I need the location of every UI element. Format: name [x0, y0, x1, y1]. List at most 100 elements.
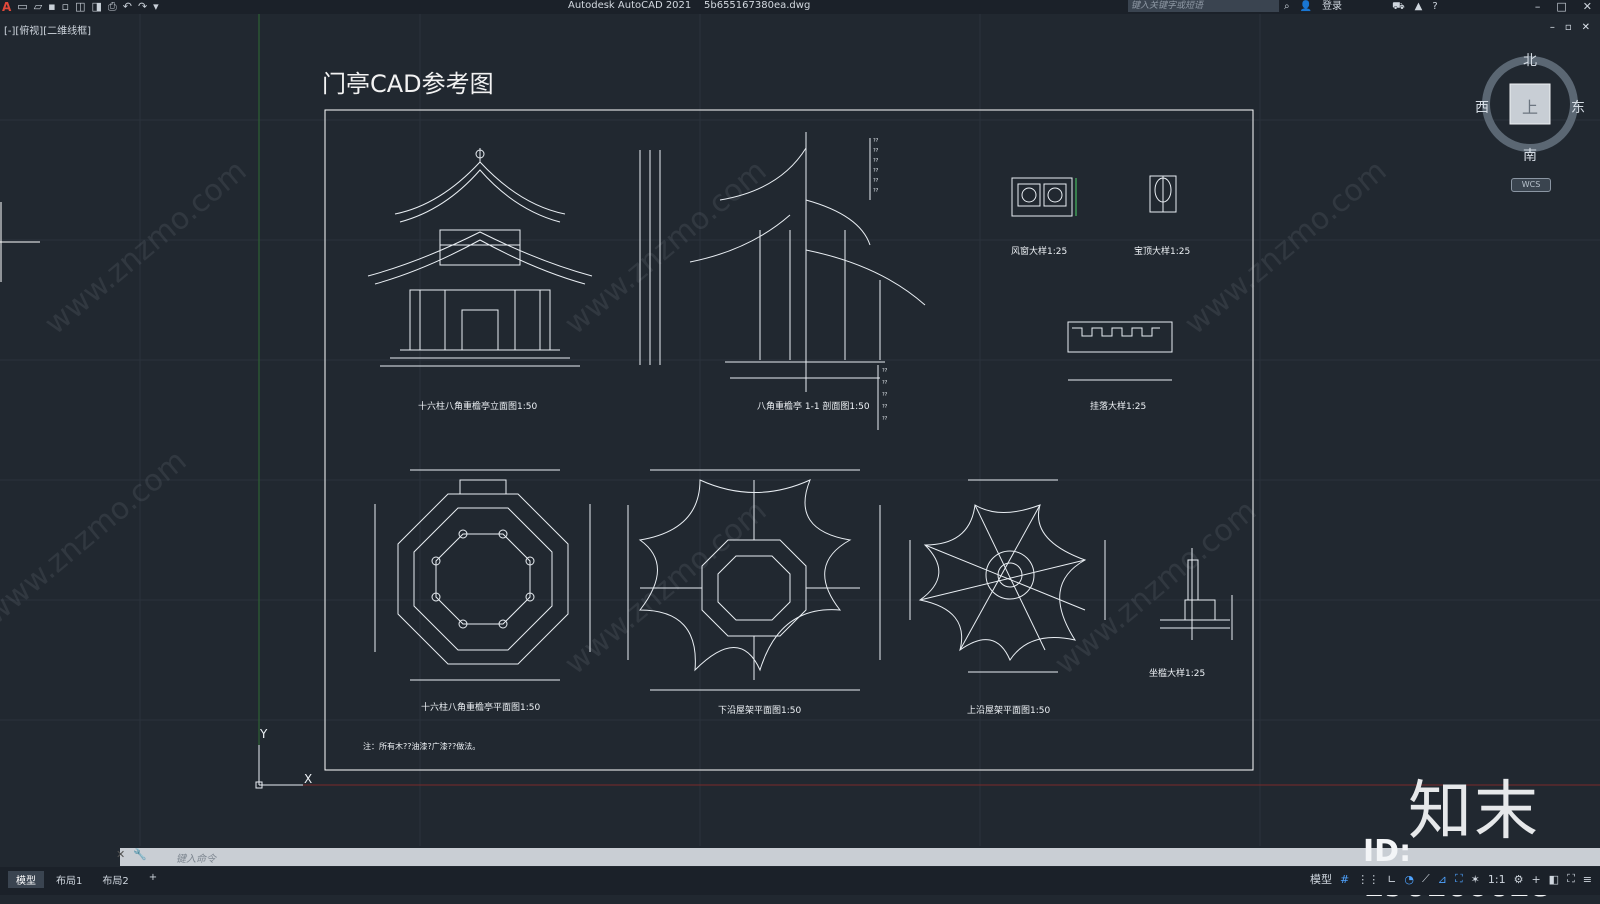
viewport-restore-icon[interactable]: ▫	[1564, 22, 1572, 33]
ucs-x-label: X	[304, 772, 313, 786]
tab-layout1[interactable]: 布局1	[56, 876, 83, 887]
new-file-icon[interactable]: ▭	[17, 0, 28, 13]
svg-text:??: ??	[882, 380, 888, 386]
window-controls: – □ ✕	[1535, 0, 1592, 13]
viewcube-north-label[interactable]: 北	[1523, 53, 1537, 69]
viewcube-top-face[interactable]: 上	[1522, 98, 1539, 117]
svg-text:??: ??	[882, 416, 888, 422]
command-close-icon[interactable]: ✕	[116, 848, 126, 861]
plan-label: 十六柱八角重檐亭平面图1:50	[421, 703, 541, 713]
window-detail-label: 风窗大样1:25	[1011, 247, 1068, 257]
viewport-close-icon[interactable]: ✕	[1581, 22, 1590, 33]
svg-text:??: ??	[882, 368, 888, 374]
viewcube[interactable]	[1480, 54, 1580, 154]
drawing-note: 注：所有木??油漆?广漆??做法。	[363, 742, 481, 751]
viewport-minimize-icon[interactable]: –	[1549, 22, 1555, 33]
snap-icon[interactable]: ⋮⋮	[1357, 872, 1380, 886]
viewcube-west-label[interactable]: 西	[1475, 100, 1489, 116]
command-input[interactable]: 键入命令	[176, 853, 216, 865]
window-title: Autodesk AutoCAD 2021 5b655167380ea.dwg	[568, 0, 810, 12]
title-bar: A ▭ ▱ ▪ ▫ ◫ ◨ ⎙ ↶ ↷ ▾ Autodesk AutoCAD 2…	[0, 0, 1600, 14]
app-name: Autodesk AutoCAD 2021	[568, 0, 692, 11]
maximize-icon[interactable]: □	[1556, 0, 1567, 13]
autodesk-app-icon[interactable]: ▲	[1414, 1, 1423, 12]
drawing-title: 门亭CAD参考图	[322, 70, 494, 98]
ortho-icon[interactable]: ∟	[1387, 872, 1397, 886]
window-detail-drawing	[1011, 177, 1077, 217]
login-link[interactable]: 登录	[1322, 1, 1343, 12]
save-icon[interactable]: ▪	[48, 0, 56, 13]
user-icon[interactable]: 👤	[1299, 1, 1313, 12]
svg-text:??: ??	[873, 158, 879, 164]
svg-text:??: ??	[882, 392, 888, 398]
annotation-icon[interactable]: ⛶	[1454, 872, 1463, 885]
viewcube-east-label[interactable]: 东	[1571, 100, 1585, 116]
wcs-button[interactable]: WCS	[1511, 178, 1551, 192]
web-open-icon[interactable]: ◫	[75, 0, 86, 13]
quick-access-toolbar: A ▭ ▱ ▪ ▫ ◫ ◨ ⎙ ↶ ↷ ▾	[2, 0, 159, 14]
svg-text:??: ??	[873, 178, 879, 184]
command-line[interactable]: 键入命令	[120, 848, 1600, 866]
web-save-icon[interactable]: ◨	[91, 0, 102, 13]
seat-detail-label: 坐槛大样1:25	[1149, 669, 1206, 679]
tab-model[interactable]: 模型	[8, 871, 44, 888]
command-line-tools: ✕ 🔧	[116, 848, 147, 861]
viewcube-south-label[interactable]: 南	[1523, 148, 1537, 164]
plus-icon[interactable]: +	[1531, 872, 1541, 886]
undo-icon[interactable]: ↶	[122, 0, 132, 13]
grid-icon[interactable]: #	[1339, 872, 1350, 886]
lower-roof-plan-label: 下沿屋架平面图1:50	[718, 706, 802, 716]
search-icon[interactable]: ⌕	[1284, 1, 1290, 12]
svg-text:??: ??	[873, 138, 879, 144]
plan-drawing	[374, 469, 591, 681]
hanging-detail-drawing	[1067, 321, 1173, 381]
viewport-controls: – ▫ ✕	[1550, 22, 1590, 33]
hanging-detail-label: 挂落大样1:25	[1090, 402, 1147, 412]
section-drawing	[639, 132, 926, 430]
isolate-icon[interactable]: ◧	[1548, 872, 1560, 886]
object-snap-icon[interactable]: ⊿	[1437, 872, 1447, 886]
redo-icon[interactable]: ↷	[137, 0, 148, 13]
customize-toolbar-icon[interactable]: ▾	[153, 0, 159, 13]
cart-icon[interactable]: ⛟	[1392, 1, 1405, 12]
print-icon[interactable]: ⎙	[107, 0, 117, 13]
tab-layout2[interactable]: 布局2	[102, 876, 129, 887]
elevation-drawing	[367, 148, 593, 367]
seat-detail-drawing	[1160, 548, 1233, 640]
status-bar: 模型 布局1 布局2 + 模型 # ⋮⋮ ∟ ◔ ⟋ ⊿ ⛶ ✶ 1:1 ⚙ +…	[0, 867, 1600, 895]
svg-text:??: ??	[873, 188, 879, 194]
gear-icon[interactable]: ⚙	[1513, 872, 1524, 886]
upper-roof-plan-label: 上沿屋架平面图1:50	[967, 706, 1051, 716]
open-file-icon[interactable]: ▱	[33, 0, 43, 13]
svg-text:??: ??	[873, 148, 879, 154]
status-tools: 模型 # ⋮⋮ ∟ ◔ ⟋ ⊿ ⛶ ✶ 1:1 ⚙ + ◧ ⛶ ≡	[1310, 871, 1592, 887]
finial-detail-drawing	[1149, 175, 1177, 213]
command-settings-icon[interactable]: 🔧	[133, 848, 147, 861]
model-space-button[interactable]: 模型	[1309, 873, 1332, 886]
file-name: 5b655167380ea.dwg	[704, 0, 811, 11]
svg-text:??: ??	[882, 404, 888, 410]
close-icon[interactable]: ✕	[1582, 0, 1592, 13]
help-icon[interactable]: ?	[1432, 1, 1438, 12]
svg-text:??: ??	[873, 168, 879, 174]
elevation-label: 十六柱八角重檐亭立面图1:50	[418, 402, 538, 412]
minimize-icon[interactable]: –	[1534, 0, 1541, 13]
annotation-visibility-icon[interactable]: ✶	[1470, 872, 1480, 886]
drawing-canvas[interactable]: ?????? ?????? ?????? ????	[0, 14, 1600, 846]
tab-add[interactable]: +	[148, 872, 158, 883]
save-as-icon[interactable]: ▫	[61, 0, 70, 13]
polar-icon[interactable]: ◔	[1404, 872, 1415, 886]
search-input[interactable]: 键入关键字或短语	[1128, 0, 1279, 12]
autocad-logo-icon[interactable]: A	[2, 0, 12, 14]
titlebar-tools: ⌕ 👤 登录 ⛟ ▲ ?	[1284, 0, 1438, 13]
isodraft-icon[interactable]: ⟋	[1422, 872, 1430, 885]
viewport-label[interactable]: [-][俯视][二维线框]	[4, 26, 92, 37]
scale-button[interactable]: 1:1	[1487, 872, 1506, 886]
fullscreen-icon[interactable]: ⛶	[1567, 872, 1575, 885]
section-label: 八角重檐亭 1-1 剖面图1:50	[757, 402, 870, 412]
layout-tabs: 模型 布局1 布局2 +	[8, 871, 165, 888]
upper-roof-plan-drawing	[909, 479, 1106, 673]
customize-icon[interactable]: ≡	[1582, 872, 1592, 886]
finial-detail-label: 宝顶大样1:25	[1134, 247, 1191, 257]
brand-logo: 知末	[1408, 775, 1540, 849]
